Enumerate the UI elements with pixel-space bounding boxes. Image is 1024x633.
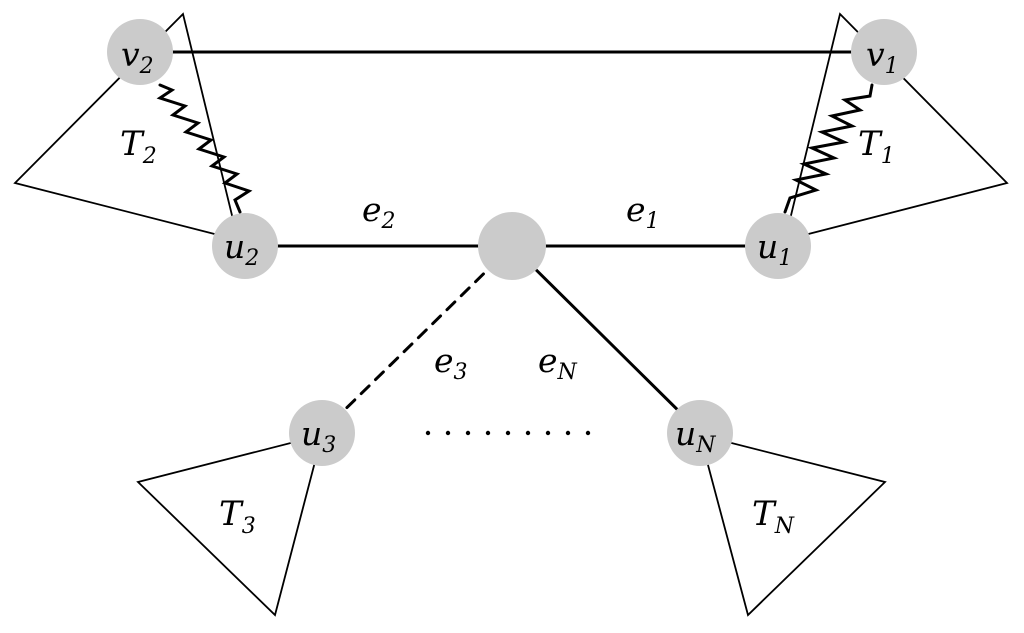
ellipsis-dots bbox=[425, 430, 591, 436]
tree-path-t1-zigzag bbox=[783, 83, 874, 214]
ellipsis-dot bbox=[485, 430, 491, 436]
node-u3 bbox=[289, 400, 355, 466]
ellipsis-dot bbox=[445, 430, 451, 436]
node-center bbox=[478, 212, 546, 280]
node-label-u1: u1 bbox=[757, 227, 792, 271]
tree-path-t2-zigzag bbox=[156, 83, 253, 214]
edge-label-en: eN bbox=[538, 341, 578, 385]
ellipsis-dot bbox=[545, 430, 551, 436]
ellipsis-dot bbox=[585, 430, 591, 436]
tree-label-t3: T3 bbox=[219, 494, 256, 539]
edge-e3 bbox=[320, 244, 514, 434]
tree-t3-triangle bbox=[136, 433, 324, 617]
tree-label-t1: T1 bbox=[858, 124, 895, 169]
node-un bbox=[667, 400, 733, 466]
node-u2 bbox=[212, 213, 278, 279]
tree-tn-triangle bbox=[698, 433, 887, 617]
node-label-u3: u3 bbox=[301, 414, 336, 458]
node-label-un: uN bbox=[675, 414, 716, 458]
ellipsis-dot bbox=[525, 430, 531, 436]
edge-en bbox=[510, 244, 702, 434]
tree-t1-triangle bbox=[783, 12, 1009, 242]
node-u1 bbox=[745, 213, 811, 279]
ellipsis-dot bbox=[505, 430, 511, 436]
node-label-u2: u2 bbox=[224, 227, 259, 271]
edge-label-e3: e3 bbox=[434, 341, 468, 385]
node-label-v1: v1 bbox=[866, 35, 899, 79]
tree-t2-triangle bbox=[13, 12, 240, 242]
tree-label-t2: T2 bbox=[120, 124, 157, 169]
node-v1 bbox=[851, 19, 917, 85]
edge-label-e2: e2 bbox=[362, 190, 396, 234]
node-label-v2: v2 bbox=[121, 35, 154, 79]
node-v2 bbox=[107, 19, 173, 85]
ellipsis-dot bbox=[425, 430, 431, 436]
edge-label-e1: e1 bbox=[626, 190, 660, 234]
ellipsis-dot bbox=[465, 430, 471, 436]
tree-label-tn: TN bbox=[752, 494, 795, 539]
ellipsis-dot bbox=[565, 430, 571, 436]
